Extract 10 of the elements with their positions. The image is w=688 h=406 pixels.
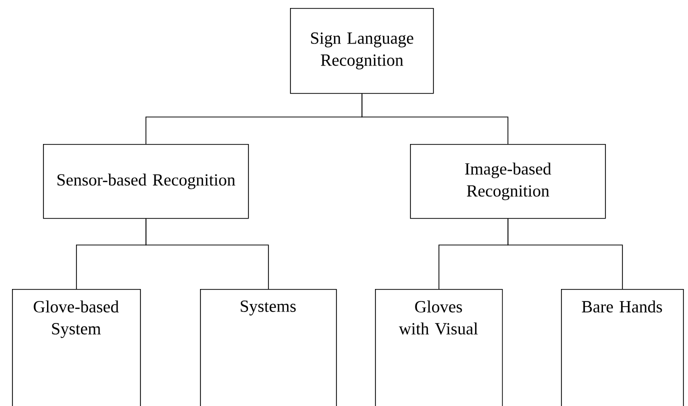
root-box: Sign Language Recognition [290, 8, 434, 94]
leaf-box: Systems [200, 289, 337, 406]
connector-line [508, 218, 623, 290]
leaf-box: Gloves with Visual [375, 289, 503, 406]
connector-line [146, 218, 269, 290]
category-box: Image-based Recognition [410, 144, 606, 219]
category-box: Sensor-based Recognition [43, 144, 249, 219]
leaf-box: Bare Hands [561, 289, 684, 406]
connector-line [362, 93, 508, 144]
leaf-box: Glove-based System [12, 289, 141, 406]
